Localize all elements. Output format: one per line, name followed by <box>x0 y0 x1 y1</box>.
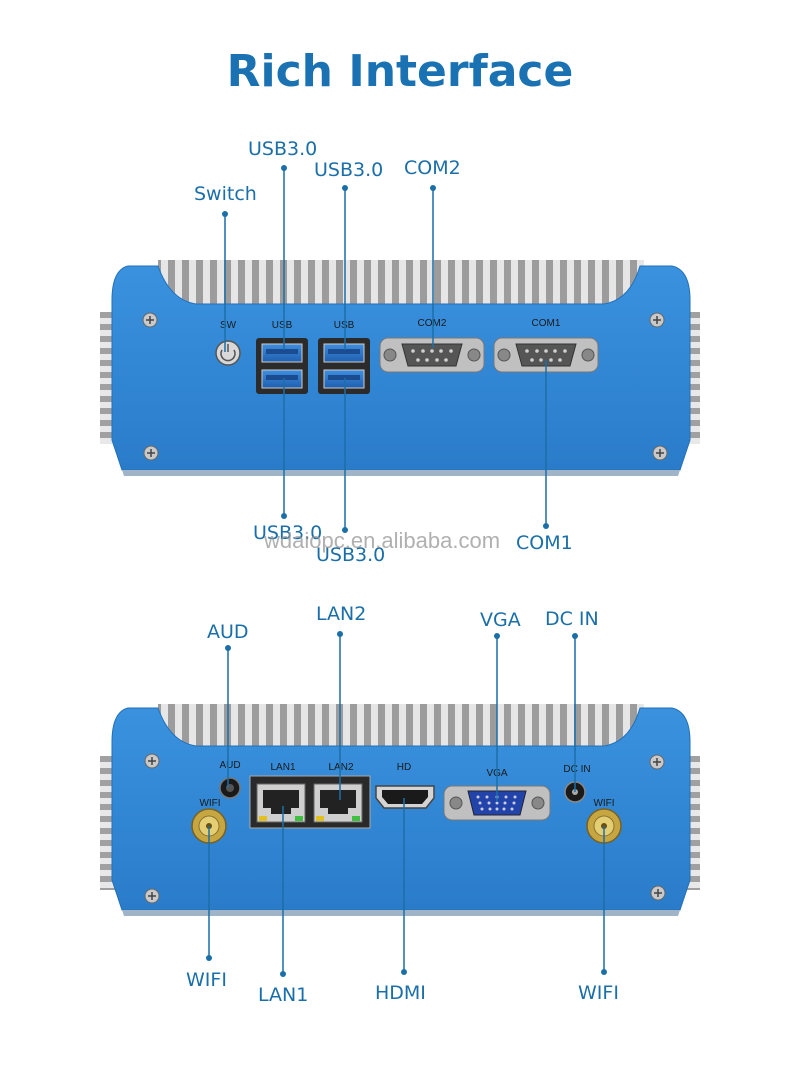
watermark: wdaiopc.en.alibaba.com <box>264 528 501 553</box>
printed-dcin: DC IN <box>563 764 590 775</box>
top-heatsink-fins <box>158 260 644 308</box>
top-screw-tl <box>142 312 158 328</box>
audio-jack-icon <box>219 777 241 799</box>
callout-wifi-right: WIFI <box>578 982 619 1004</box>
printed-usb-2: USB <box>334 320 355 331</box>
printed-lan2: LAN2 <box>328 762 353 773</box>
top-screw-br <box>652 445 668 461</box>
callout-lan1: LAN1 <box>258 984 309 1006</box>
callout-com2: COM2 <box>404 157 461 179</box>
printed-aud: AUD <box>219 760 240 771</box>
callout-switch: Switch <box>194 183 257 205</box>
page-title: Rich Interface <box>226 46 574 97</box>
bottom-screw-tl <box>144 753 160 769</box>
callout-usb-bottom-1: USB3.0 <box>253 522 323 544</box>
callout-wifi-left: WIFI <box>186 969 227 991</box>
printed-lan1: LAN1 <box>270 762 295 773</box>
callout-dcin: DC IN <box>545 608 599 630</box>
bottom-device: AUD LAN1 LAN2 HD VGA DC IN WIFI WIFI <box>100 631 700 977</box>
bottom-heatsink-fins <box>158 704 644 752</box>
top-screw-tr <box>649 312 665 328</box>
printed-sw: SW <box>220 320 237 331</box>
callout-hdmi: HDMI <box>375 982 426 1004</box>
lan-ports <box>249 775 371 829</box>
com1-port <box>493 337 599 373</box>
printed-com2: COM2 <box>418 318 447 329</box>
callout-com1: COM1 <box>516 532 573 554</box>
printed-wifi-1: WIFI <box>199 798 220 809</box>
com2-port <box>379 337 485 373</box>
callout-lan2: LAN2 <box>316 603 367 625</box>
bottom-screw-br <box>650 885 666 901</box>
power-switch-icon <box>215 340 241 366</box>
usb-port-stack-2 <box>318 338 370 394</box>
callout-aud: AUD <box>207 621 249 643</box>
printed-usb-1: USB <box>272 320 293 331</box>
printed-com1: COM1 <box>532 318 561 329</box>
bottom-screw-bl <box>144 888 160 904</box>
bottom-screw-tr <box>649 754 665 770</box>
printed-hd: HD <box>397 762 411 773</box>
usb-port-stack-1 <box>256 338 308 394</box>
bottom-front-panel <box>111 707 691 911</box>
hdmi-port <box>375 785 435 809</box>
callout-vga: VGA <box>480 609 521 631</box>
top-device: SW USB USB COM2 COM1 <box>100 165 700 533</box>
callout-usb-top-2: USB3.0 <box>314 159 384 181</box>
printed-wifi-2: WIFI <box>593 798 614 809</box>
callout-usb-bottom-2: USB3.0 <box>316 544 386 566</box>
top-screw-bl <box>143 445 159 461</box>
vga-port <box>443 785 551 821</box>
callout-usb-top-1: USB3.0 <box>248 138 318 160</box>
